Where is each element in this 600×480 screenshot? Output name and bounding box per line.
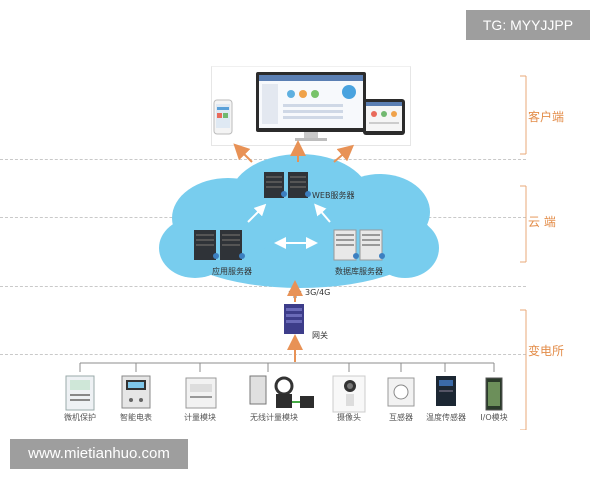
wireless-label: 3G/4G [305, 288, 331, 297]
website-badge: www.mietianhuo.com [10, 439, 188, 469]
transformer-icon [387, 377, 415, 407]
protection-relay-icon [65, 375, 95, 411]
smart-meter-icon [121, 375, 151, 409]
device-label-wireless-meter: 无线计量模块 [250, 413, 298, 422]
web-server-label: WEB服务器 [312, 191, 355, 200]
device-label-meter: 智能电表 [120, 413, 152, 422]
app-server-icon [194, 230, 245, 260]
device-label-camera: 摄像头 [337, 413, 361, 422]
device-bus [79, 362, 495, 372]
gateway-icon [284, 304, 304, 334]
zone-substation-label: 变电所 [528, 344, 565, 358]
device-label-transformer: 互感器 [389, 413, 413, 422]
separator-line [0, 354, 526, 355]
arrow-db-to-web [314, 203, 331, 223]
tablet-icon [363, 99, 405, 135]
database-server-icon [333, 229, 385, 261]
separator-line [0, 159, 526, 160]
gateway-label: 网关 [312, 331, 328, 340]
metering-module-icon [185, 377, 217, 409]
phone-icon [213, 99, 233, 135]
zone-brackets [520, 75, 527, 430]
client-devices [213, 72, 405, 141]
device-label-protection: 微机保护 [64, 413, 96, 422]
device-label-metering: 计量模块 [184, 413, 216, 422]
zone-client-label: 客户端 [528, 110, 565, 124]
web-server-icon [264, 172, 311, 198]
arrow-app-to-web [247, 203, 267, 223]
separator-line [0, 286, 526, 287]
device-label-temp-sensor: 温度传感器 [426, 413, 466, 422]
db-server-label: 数据库服务器 [335, 267, 383, 276]
camera-icon [332, 375, 366, 413]
io-module-icon [485, 377, 503, 411]
tg-badge: TG: MYYJJPP [466, 10, 590, 40]
zone-cloud-label: 云 端 [528, 215, 556, 229]
arrow-to-phone [233, 143, 253, 163]
arrow-to-tablet [333, 144, 355, 163]
wireless-meter-icon [249, 375, 314, 408]
monitor-icon [256, 72, 366, 141]
app-server-label: 应用服务器 [212, 267, 252, 276]
temperature-sensor-icon [436, 376, 456, 406]
device-label-io: I/O模块 [480, 413, 508, 422]
